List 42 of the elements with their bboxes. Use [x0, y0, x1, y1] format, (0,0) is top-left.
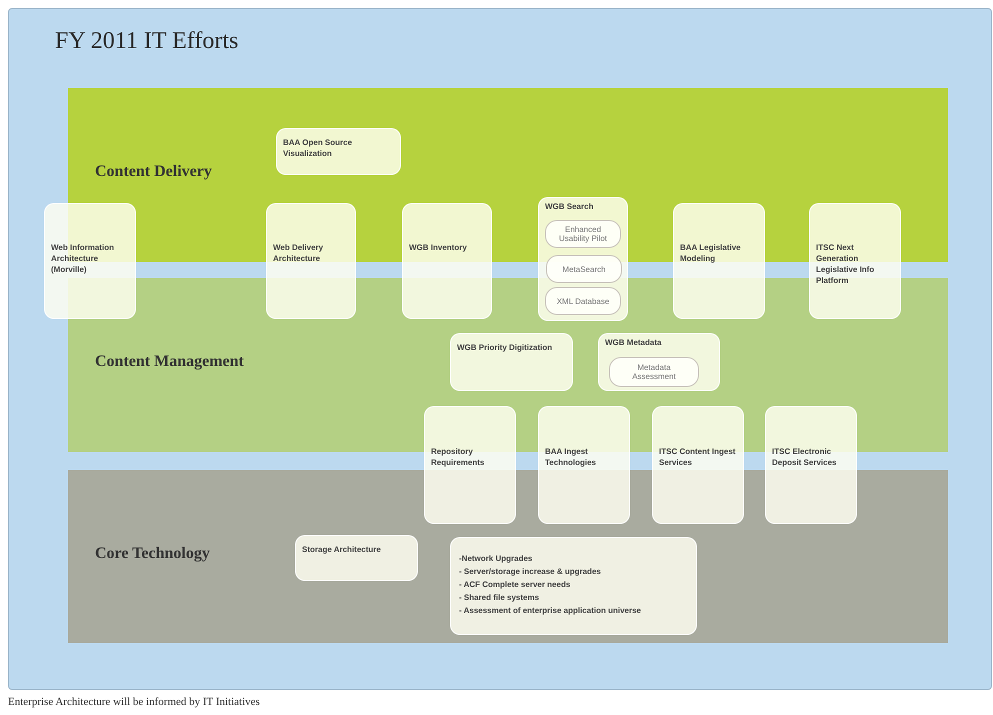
process-box: [266, 203, 356, 319]
box-label: WGB Priority Digitization: [457, 342, 554, 353]
box-label: BAA Ingest Technologies: [545, 446, 597, 468]
box-label: BAA Legislative Modeling: [680, 242, 742, 264]
box-label: Storage Architecture: [302, 544, 382, 555]
list-item: - ACF Complete server needs: [459, 579, 572, 591]
list-item: -Network Upgrades: [459, 553, 534, 565]
box-heading: WGB Search: [545, 202, 594, 211]
sub-item-pill: MetaSearch: [546, 255, 622, 283]
group-box: [598, 333, 720, 391]
bullet-list-box: [450, 537, 697, 635]
box-label: ITSC Content Ingest Services: [659, 446, 736, 468]
process-box: [765, 406, 857, 524]
process-box: [402, 203, 492, 319]
process-box: [809, 203, 901, 319]
box-heading: WGB Metadata: [605, 338, 662, 347]
process-box: [424, 406, 516, 524]
process-box: [652, 406, 744, 524]
box-label: Repository Requirements: [431, 446, 486, 468]
process-box: [538, 406, 630, 524]
caption: Enterprise Architecture will be informed by IT Initiatives: [8, 696, 260, 708]
process-box: [450, 333, 573, 391]
lane-title: Content Delivery: [95, 163, 212, 181]
process-box: [673, 203, 765, 319]
box-label: ITSC Next Generation Legislative Info Platform: [816, 242, 876, 286]
diagram-title: FY 2011 IT Efforts: [55, 28, 238, 55]
box-label: BAA Open Source Visualization: [283, 137, 354, 159]
lane-title: Content Management: [95, 353, 244, 371]
box-label: WGB Inventory: [409, 242, 468, 254]
process-box: [276, 128, 401, 175]
box-label: Web Delivery Architecture: [273, 242, 324, 264]
box-label: ITSC Electronic Deposit Services: [772, 446, 838, 468]
sub-item-pill: Metadata Assessment: [609, 357, 699, 387]
sub-item-pill: Enhanced Usability Pilot: [545, 220, 621, 248]
list-item: - Server/storage increase & upgrades: [459, 566, 602, 578]
sub-item-pill: XML Database: [545, 287, 621, 315]
process-box: [295, 535, 418, 581]
list-item: - Assessment of enterprise application universe: [459, 605, 641, 617]
box-label: Web Information Architecture (Morville): [51, 242, 115, 276]
list-item: - Shared file systems: [459, 592, 540, 604]
process-box: [44, 203, 136, 319]
lane-title: Core Technology: [95, 544, 210, 562]
